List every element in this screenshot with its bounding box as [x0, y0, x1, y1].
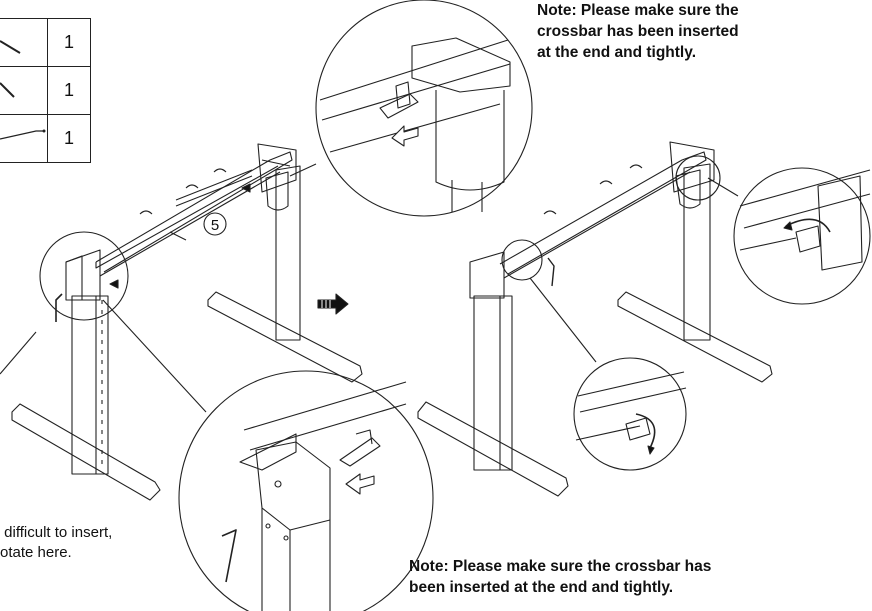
hex-key-icon: [0, 82, 15, 98]
bottom-detail-magnifier: [178, 370, 434, 611]
parts-row: 1: [0, 114, 91, 163]
crossbar-detail-magnifier: [573, 357, 687, 471]
part-quantity: 1: [47, 18, 91, 67]
hint-text: difficult to insert, otate here.: [0, 524, 113, 561]
allen-key-icon: [0, 40, 21, 54]
note-top: Note: Please make sure the crossbar has …: [537, 2, 739, 61]
next-step-arrow: [317, 293, 349, 315]
note-bottom: Note: Please make sure the crossbar has …: [409, 558, 712, 596]
step-number: 5: [211, 217, 219, 234]
part-quantity: 1: [47, 114, 91, 163]
part-picture-cell: [0, 66, 48, 115]
right-desk-frame: [417, 141, 773, 497]
parts-row: 1: [0, 18, 91, 67]
part-picture-cell: [0, 18, 48, 67]
right-detail-magnifier: [733, 167, 871, 305]
step-marker: [203, 212, 227, 236]
top-detail-magnifier: [315, 0, 533, 217]
left-corner-magnifier: [39, 231, 129, 321]
part-picture-cell: [0, 114, 48, 163]
left-desk-frame: [11, 143, 363, 501]
parts-row: 1: [0, 66, 91, 115]
parts-table: 1 1 1: [0, 18, 91, 163]
screwdriver-icon: [0, 129, 46, 140]
